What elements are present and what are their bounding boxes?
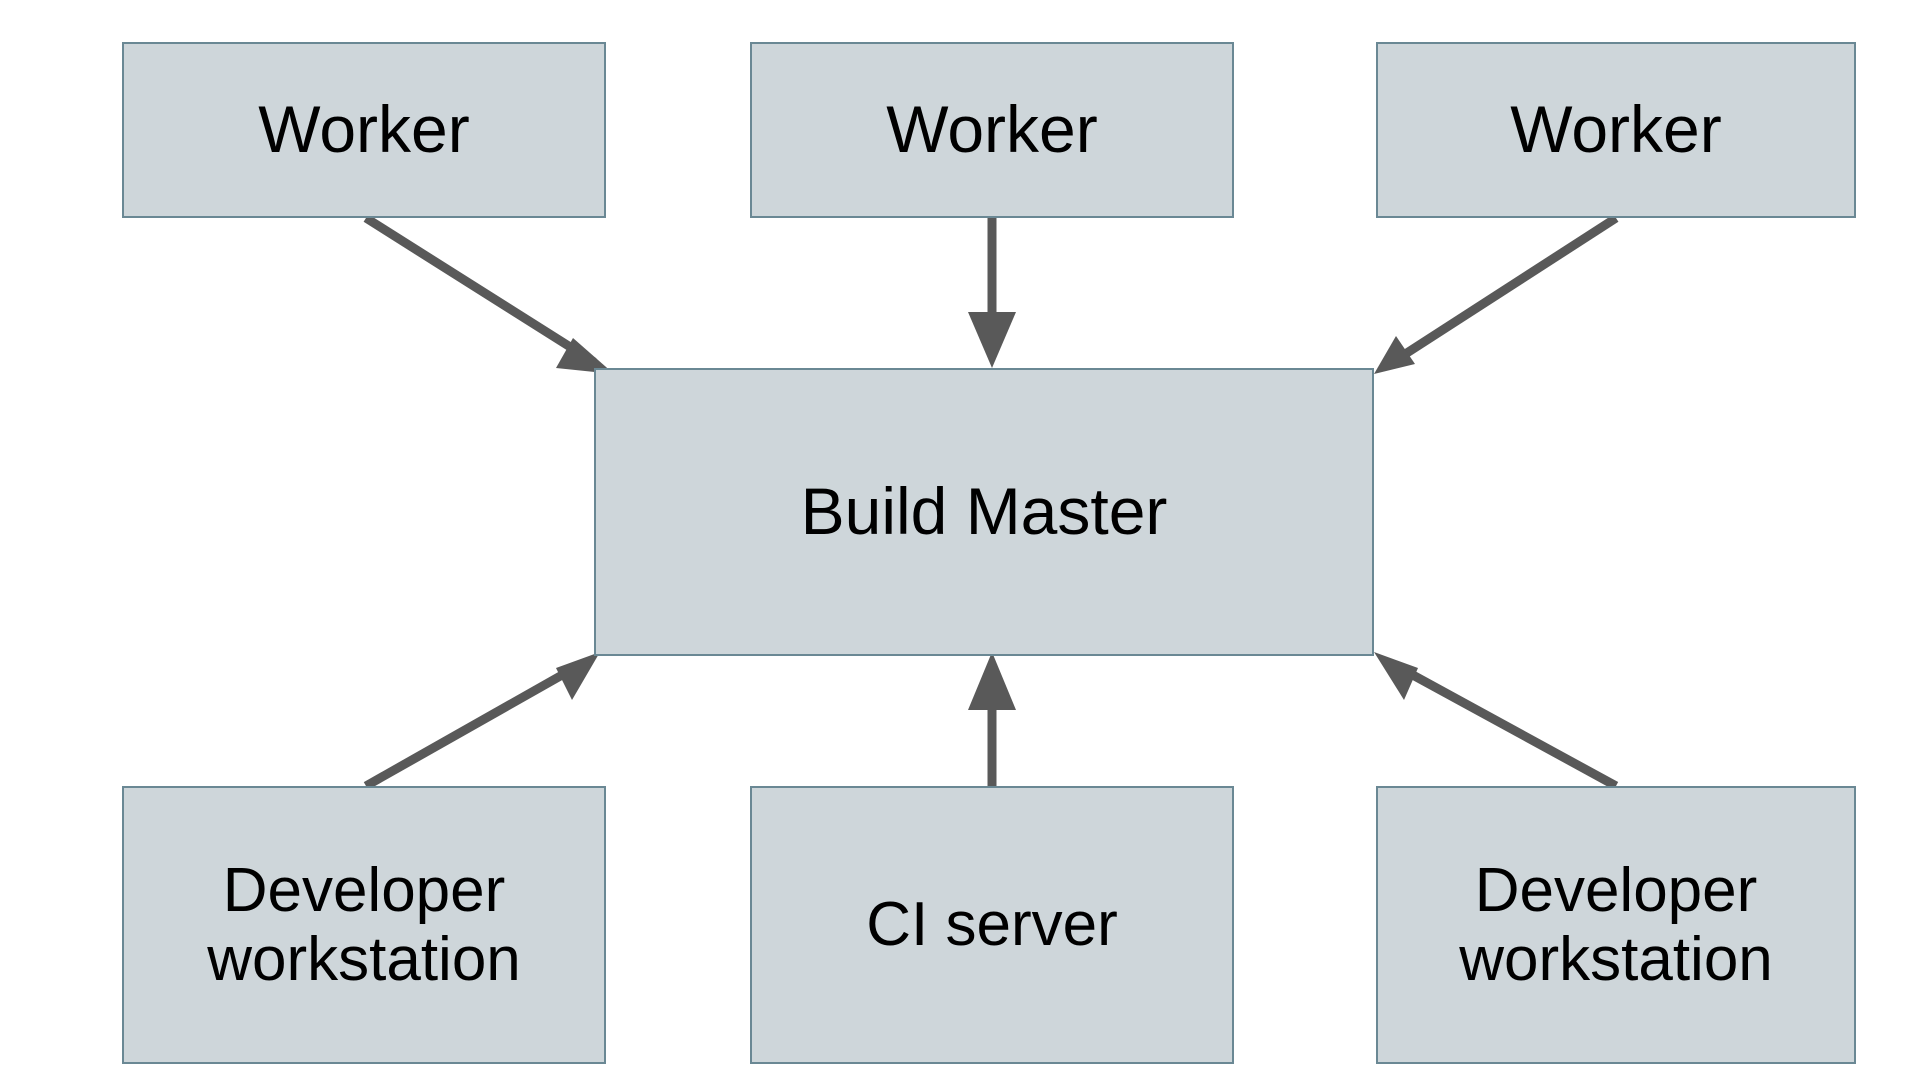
edge-worker-3-to-build-master <box>1374 214 1619 374</box>
edge-ci-server-to-build-master <box>968 652 1016 786</box>
edge-dev-ws-1-to-build-master <box>363 652 600 790</box>
node-developer-workstation-right-label: Developer workstation <box>1459 855 1773 994</box>
node-developer-workstation-right[interactable]: Developer workstation <box>1376 786 1856 1064</box>
node-developer-workstation-left-label: Developer workstation <box>207 855 521 994</box>
node-build-master-label: Build Master <box>800 474 1168 549</box>
node-developer-workstation-left[interactable]: Developer workstation <box>122 786 606 1064</box>
node-worker-1-label: Worker <box>258 92 470 167</box>
node-ci-server[interactable]: CI server <box>750 786 1234 1064</box>
node-worker-1[interactable]: Worker <box>122 42 606 218</box>
edge-dev-ws-2-to-build-master <box>1374 652 1619 790</box>
node-ci-server-label: CI server <box>866 890 1118 960</box>
node-worker-3[interactable]: Worker <box>1376 42 1856 218</box>
node-worker-2[interactable]: Worker <box>750 42 1234 218</box>
edge-worker-1-to-build-master <box>363 214 614 374</box>
node-build-master[interactable]: Build Master <box>594 368 1374 656</box>
edge-worker-2-to-build-master <box>968 218 1016 368</box>
node-worker-3-label: Worker <box>1510 92 1722 167</box>
node-worker-2-label: Worker <box>886 92 1098 167</box>
